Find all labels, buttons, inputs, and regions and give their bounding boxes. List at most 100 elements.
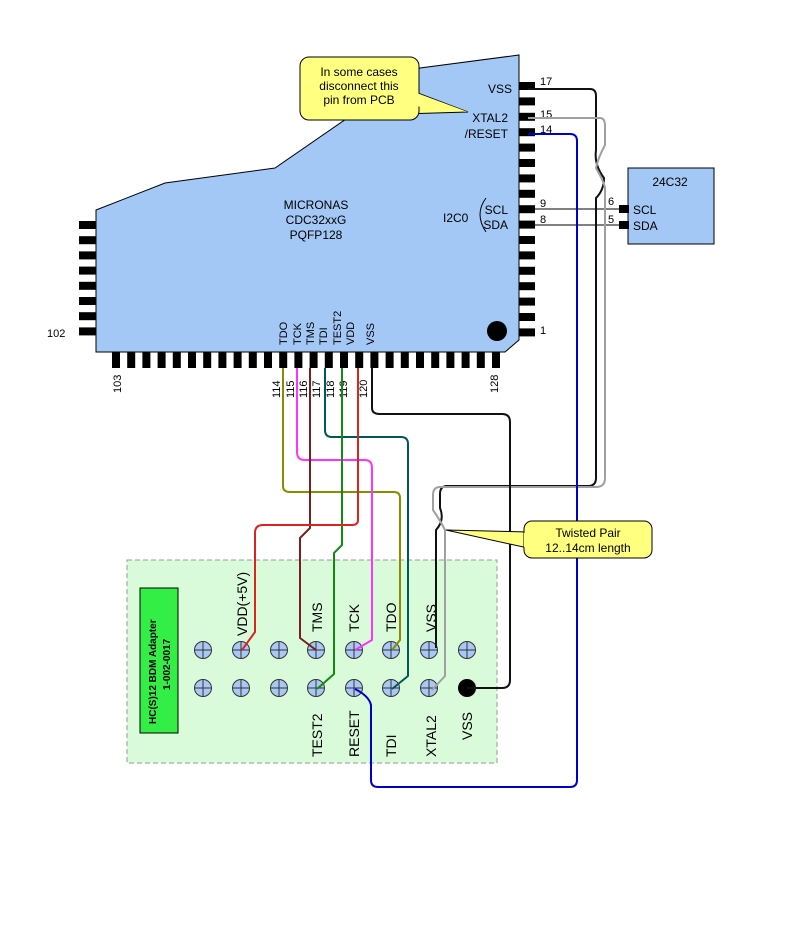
left-pin-stub [79, 327, 96, 336]
bottom-pin-stub [416, 352, 424, 368]
left-pin-stub [79, 236, 96, 245]
eeprom-sda-label: SDA [633, 219, 658, 233]
chip-package: PQFP128 [290, 228, 343, 242]
right-pin-stub [519, 112, 535, 121]
right-pin-stub [519, 236, 535, 244]
bottom-pin-stub [461, 352, 470, 368]
right-pin-stub [519, 128, 535, 137]
eeprom-scl-label: SCL [633, 203, 657, 217]
bdm-adapter: HC(S)12 BDM Adapter 1-002-0017 VDD(+5V)T… [126, 559, 498, 764]
right-pin-stub [519, 313, 535, 321]
pin-num-8: 8 [540, 214, 546, 226]
wire-tdo [282, 368, 401, 651]
eeprom-24c32: 24C32 SCL SDA 6 5 [608, 167, 715, 245]
dot-scl [526, 206, 532, 212]
connector-pin [270, 641, 288, 659]
bottom-pin-stub [355, 352, 364, 368]
adapter-top-label: TCK [346, 603, 362, 632]
bottom-pin-stub [309, 352, 318, 368]
pin-label-sda: SDA [483, 218, 508, 232]
connector-pin [420, 641, 438, 659]
bottom-pin-stub [172, 352, 181, 368]
right-pin-stub [519, 159, 535, 167]
i2c-label: I2C0 [443, 211, 469, 225]
bottom-pin-stub [142, 352, 151, 368]
left-pin-stub [79, 312, 96, 321]
right-pin-stub [519, 143, 535, 152]
pin1-marker [487, 321, 507, 341]
bottom-pin-stub [431, 352, 440, 368]
pin-num-15: 15 [540, 109, 552, 121]
left-pin-stub [79, 297, 96, 305]
chip-body [95, 54, 520, 353]
callout-disconnect: In some cases disconnect this pin from P… [299, 56, 469, 121]
bottom-pin-stub [294, 352, 303, 368]
bottom-pin-name: VDD [345, 322, 357, 345]
pin-num-1: 1 [540, 325, 546, 337]
connector-pin [345, 679, 363, 697]
bottom-pin-stub [476, 352, 485, 368]
pin-num-17: 17 [540, 76, 552, 88]
connector-pin [345, 641, 363, 659]
connector-pin [458, 641, 476, 659]
right-pin-stub [519, 328, 535, 337]
pin-num-9: 9 [540, 198, 546, 210]
bottom-pin-stub [157, 352, 166, 368]
right-pin-stub [519, 297, 535, 306]
chip-bottom-pins [112, 352, 500, 368]
callout-twisted-pair: Twisted Pair 12..14cm length [445, 520, 653, 559]
bottom-pin-number: 115 [285, 380, 297, 398]
bottom-pin-number: 120 [358, 380, 370, 398]
i2c-bracket [479, 197, 487, 233]
wire-tms [299, 368, 317, 651]
right-pin-stub [519, 174, 535, 183]
bottom-pin-stub [248, 352, 257, 368]
bottom-pin-stub [233, 352, 242, 368]
bottom-pin-name: VSS [365, 323, 377, 345]
bottom-pin-name: TCK [292, 322, 304, 345]
wire-vss-17 [435, 88, 605, 648]
callout-disconnect-line-1: In some cases [320, 65, 397, 79]
left-pin-stub [79, 251, 96, 260]
connector-pin [270, 679, 288, 697]
left-pin-stub [79, 266, 96, 275]
bottom-pin-number: 119 [338, 380, 350, 398]
adapter-bottom-label: TDI [383, 734, 399, 757]
callout-disconnect-line-3: pin from PCB [323, 93, 394, 107]
left-pin-stub [79, 281, 96, 290]
bottom-pin-stub [340, 352, 348, 368]
adapter-bottom-label: TEST2 [309, 713, 325, 757]
adapter-part-no: 1-002-0017 [162, 638, 173, 690]
bottom-pin-name: TDO [278, 321, 290, 345]
right-pin-stub [519, 282, 535, 291]
adapter-title: HC(S)12 BDM Adapter [148, 619, 159, 724]
chip-part: CDC32xxG [286, 213, 347, 227]
bottom-pin-stub [324, 352, 333, 368]
chip-left-pins [79, 221, 96, 336]
callout-twisted-line-2: 12..14cm length [545, 541, 630, 555]
callout-disconnect-line-2: disconnect this [319, 79, 398, 93]
bottom-pin-stub [218, 352, 227, 368]
pin-num-103: 103 [112, 375, 124, 393]
eeprom-pin-5: 5 [608, 214, 614, 226]
bottom-pin-number: 114 [271, 380, 283, 398]
pin-label-reset: /RESET [465, 127, 509, 141]
wire-vdd [241, 368, 359, 651]
wire-tck [296, 368, 373, 651]
connector-pin [232, 679, 250, 697]
bottom-pin-stub [385, 352, 394, 368]
bottom-pin-stub [492, 352, 500, 368]
wire-vss-120 [371, 368, 511, 689]
wire-tdi [324, 368, 409, 690]
bottom-pin-stub [264, 352, 272, 368]
callout-twisted-line-1: Twisted Pair [555, 526, 620, 540]
wire-xtal2 [431, 117, 606, 691]
connector-pin [307, 679, 325, 697]
connector-pin [194, 641, 212, 659]
pin-label-scl: SCL [485, 203, 509, 217]
wire-test2 [316, 368, 343, 690]
bottom-pin-number: 116 [298, 380, 310, 398]
bottom-pin-stub [188, 352, 196, 368]
adapter-top-label: TMS [309, 602, 325, 632]
